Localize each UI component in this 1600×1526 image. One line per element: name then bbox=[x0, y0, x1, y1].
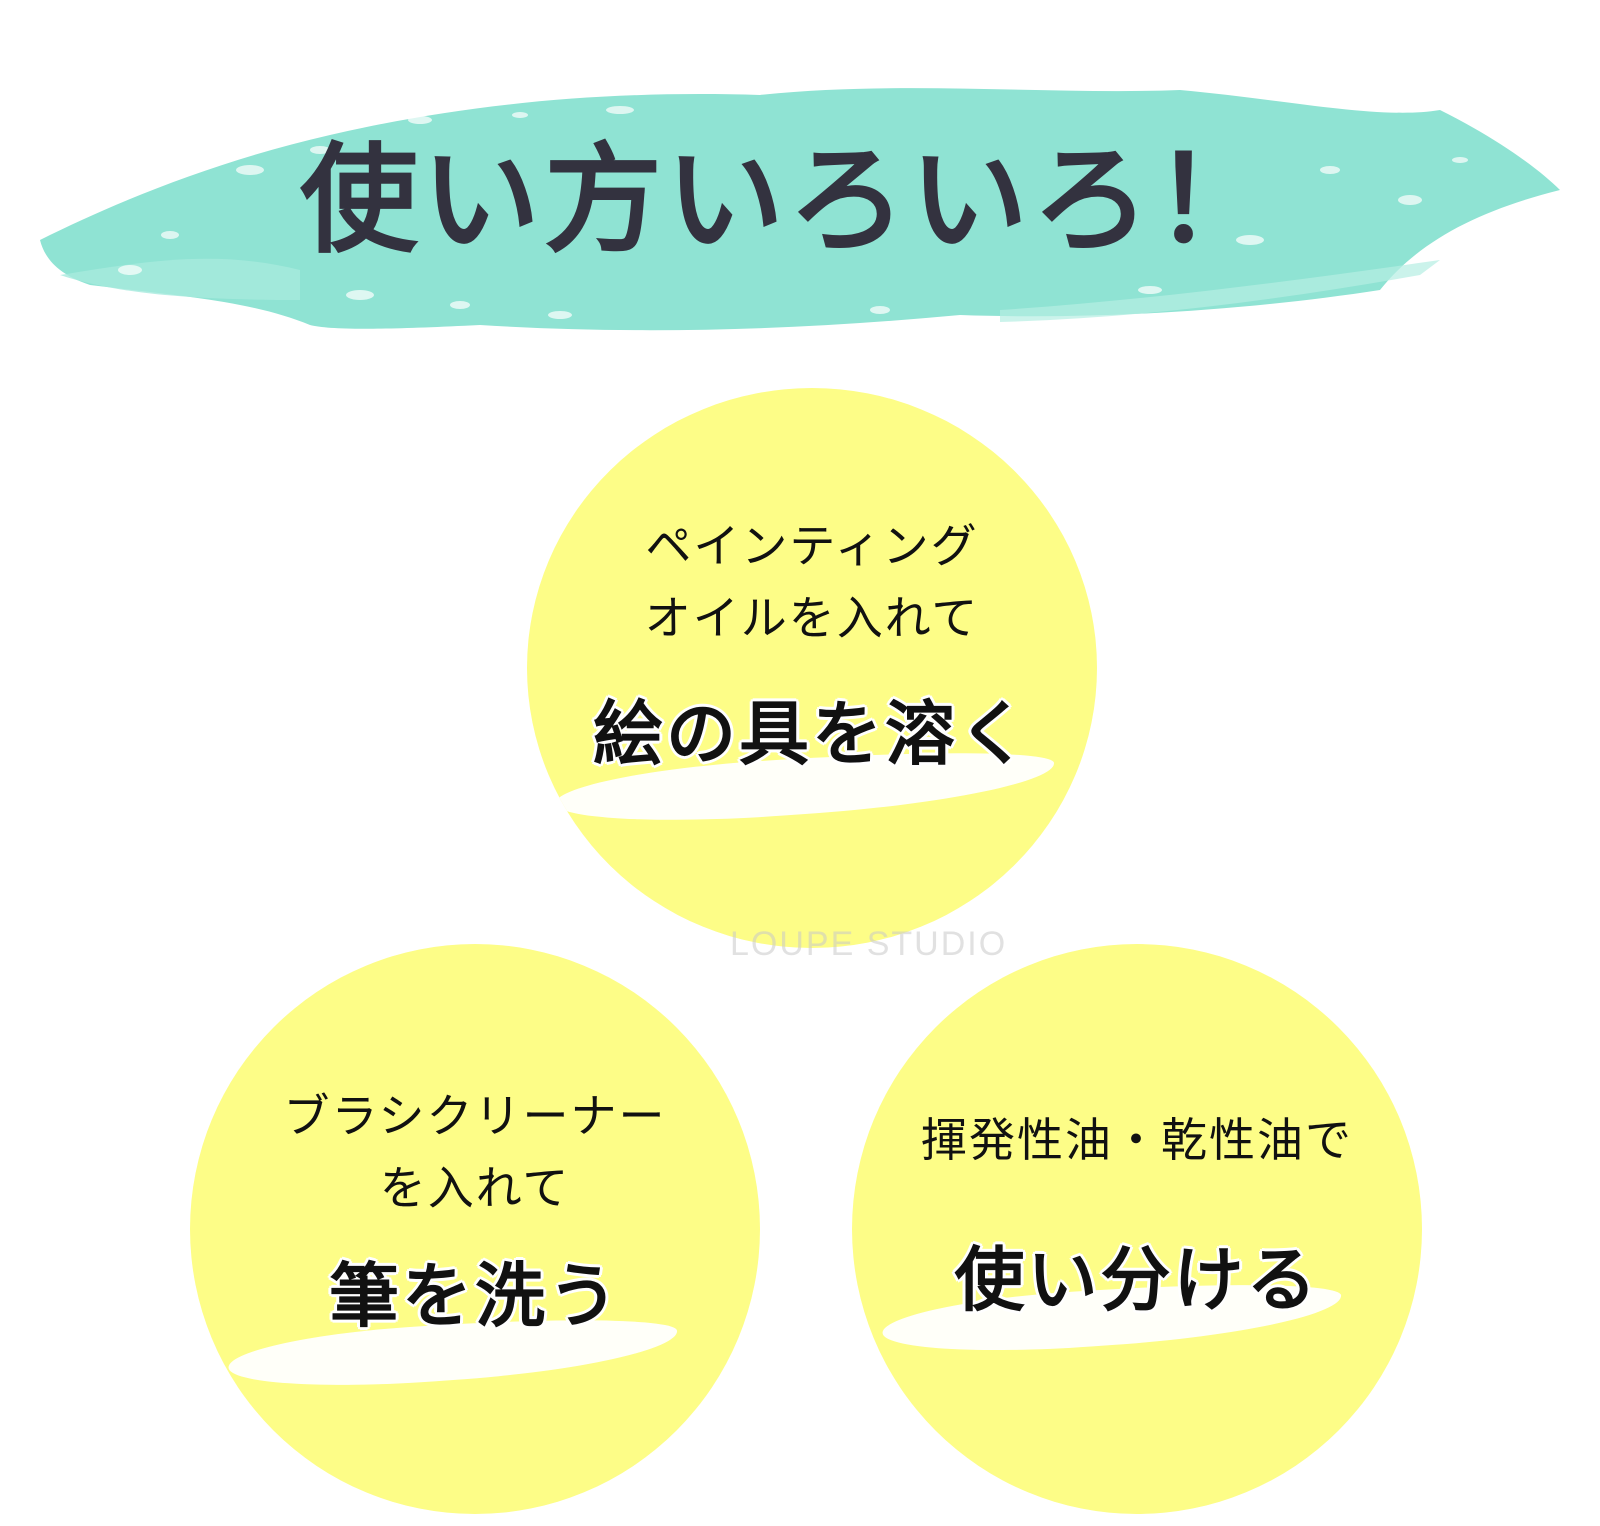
usage-subtext: ペインティング オイルを入れて bbox=[527, 510, 1097, 654]
title-banner: 使い方いろいろ！ bbox=[0, 60, 1600, 350]
subtext-line: ブラシクリーナー bbox=[283, 1089, 667, 1143]
subtext-line: 揮発性油・乾性油で bbox=[921, 1113, 1353, 1167]
subtext-line: オイルを入れて bbox=[644, 591, 980, 645]
subtext-line: を入れて bbox=[379, 1161, 571, 1215]
usage-main-text: 絵の具を溶く bbox=[593, 693, 1031, 775]
usage-circle-dissolve-paint: ペインティング オイルを入れて 絵の具を溶く bbox=[527, 388, 1097, 948]
watermark-logo: LOUPE STUDIO bbox=[730, 925, 1008, 963]
usage-main-text: 使い分ける bbox=[954, 1239, 1320, 1321]
teal-brush-stroke bbox=[40, 88, 1560, 331]
usage-subtext: ブラシクリーナー を入れて bbox=[190, 1080, 760, 1224]
page-title: 使い方いろいろ！ bbox=[300, 131, 1277, 269]
usage-subtext: 揮発性油・乾性油で bbox=[852, 1104, 1422, 1176]
usage-circle-wash-brush: ブラシクリーナー を入れて 筆を洗う bbox=[190, 944, 760, 1514]
usage-main-text: 筆を洗う bbox=[329, 1255, 621, 1337]
subtext-line: ペインティング bbox=[645, 519, 979, 573]
usage-circle-use-separately: 揮発性油・乾性油で 使い分ける bbox=[852, 944, 1422, 1514]
